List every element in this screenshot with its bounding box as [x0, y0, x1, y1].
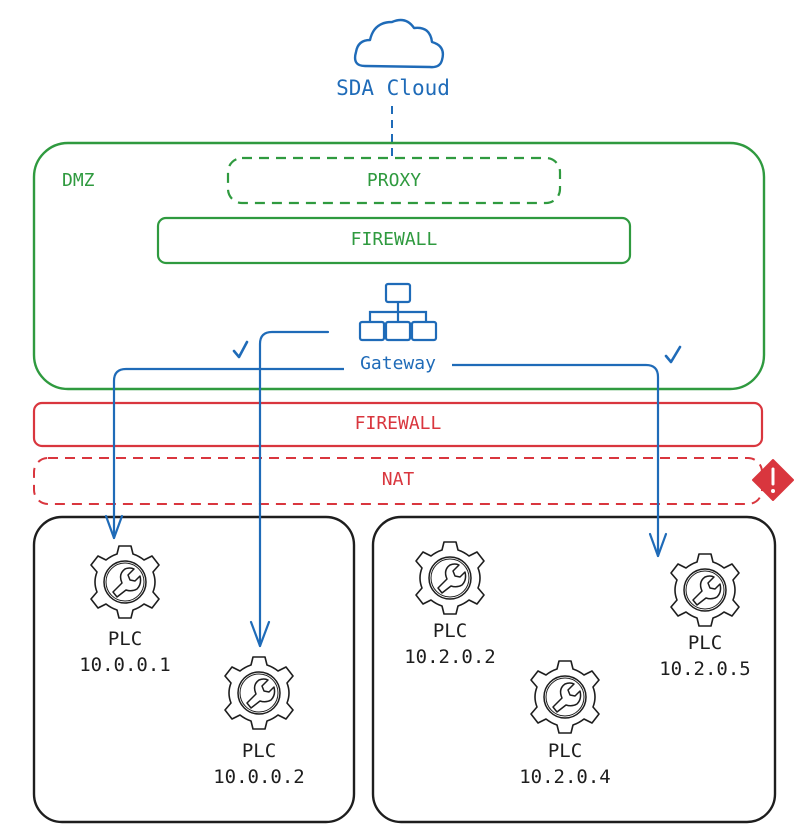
checkmark-icon — [664, 345, 682, 364]
plc-ip: 10.2.0.2 — [404, 646, 496, 668]
plc-gear-icon — [415, 541, 485, 615]
plc-gear-icon — [224, 656, 294, 730]
gateway-label: Gateway — [344, 353, 452, 374]
zone-left — [32, 515, 356, 824]
nat-box — [33, 457, 763, 505]
proxy-box — [226, 156, 562, 205]
arrow-to-plc-10-0-0-1 — [112, 367, 346, 540]
outer-firewall-label: FIREWALL — [354, 413, 442, 434]
proxy-label: PROXY — [366, 170, 422, 191]
plc-ip: 10.0.0.1 — [79, 654, 171, 676]
plc-ip: 10.0.0.2 — [213, 766, 305, 788]
network-hierarchy-icon — [358, 282, 438, 342]
arrowhead — [104, 514, 124, 540]
plc-label: PLC — [107, 628, 143, 650]
arrowhead — [648, 532, 668, 558]
plc-label: PLC — [687, 632, 723, 654]
outer-firewall-box — [32, 401, 764, 448]
dmz-zone — [32, 141, 766, 391]
plc-gear-icon — [670, 553, 740, 627]
arrow-to-plc-10-0-0-2 — [258, 330, 330, 648]
plc-gear-icon — [530, 660, 600, 734]
plc-label: PLC — [547, 740, 583, 762]
arrow-to-plc-10-2-0-5 — [450, 363, 660, 558]
dmz-label: DMZ — [62, 170, 95, 191]
arrowhead — [249, 620, 271, 648]
plc-gear-icon — [90, 545, 160, 619]
cloud-icon — [353, 18, 445, 69]
nat-label: NAT — [381, 469, 415, 490]
dmz-firewall-box — [156, 216, 632, 265]
plc-ip: 10.2.0.4 — [519, 766, 611, 788]
zone-right — [371, 515, 777, 824]
plc-ip: 10.2.0.5 — [659, 658, 751, 680]
plc-label: PLC — [432, 620, 468, 642]
cloud-label: SDA Cloud — [336, 76, 450, 100]
plc-label: PLC — [241, 740, 277, 762]
dmz-firewall-label: FIREWALL — [350, 229, 438, 250]
warning-diamond-icon — [752, 459, 794, 501]
checkmark-icon — [232, 340, 249, 359]
